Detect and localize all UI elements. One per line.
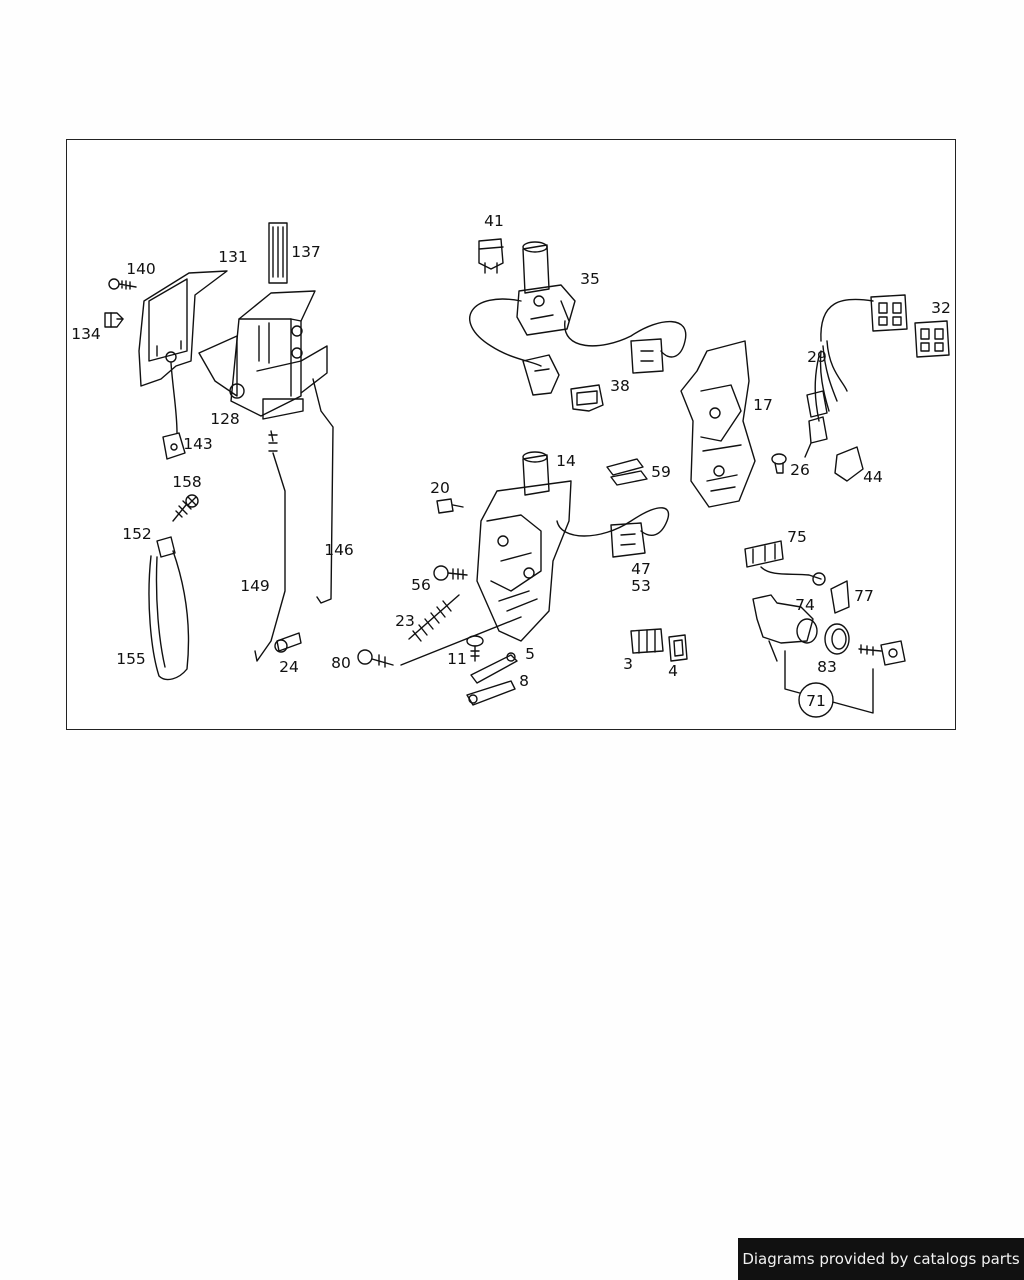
part-label-137: 137	[291, 243, 321, 261]
part-11-screw	[466, 635, 484, 662]
part-label-77: 77	[854, 587, 874, 605]
part-29-harness	[804, 298, 874, 458]
part-label-38: 38	[610, 377, 630, 395]
part-label-35: 35	[580, 270, 600, 288]
part-146-rod	[312, 378, 334, 604]
part-label-41: 41	[484, 212, 504, 230]
part-label-4: 4	[668, 662, 678, 680]
part-158-screw	[172, 494, 199, 522]
part-75-switch	[744, 540, 826, 586]
part-label-71: 71	[806, 692, 826, 710]
part-20-bolt	[436, 498, 464, 514]
part-77-seal	[830, 580, 850, 614]
part-47-53-connector	[610, 522, 646, 558]
part-56-bolt	[433, 565, 468, 581]
part-26-clip	[771, 453, 787, 474]
part-label-29: 29	[807, 348, 827, 366]
part-35-actuator	[469, 241, 687, 396]
part-80-bolt	[357, 616, 522, 668]
part-label-11: 11	[447, 650, 467, 668]
part-label-146: 146	[324, 541, 354, 559]
part-label-17: 17	[753, 396, 773, 414]
part-label-134: 134	[71, 325, 101, 343]
part-label-5: 5	[525, 645, 535, 663]
part-137-knob	[268, 222, 288, 284]
part-label-14: 14	[556, 452, 576, 470]
part-41-cap	[478, 238, 504, 274]
part-label-128: 128	[210, 410, 240, 428]
part-label-44: 44	[863, 468, 883, 486]
part-4-grommet	[668, 634, 688, 662]
part-128-shifter-housing	[198, 290, 328, 420]
part-24-fitting	[274, 632, 302, 653]
part-label-155: 155	[116, 650, 146, 668]
part-label-56: 56	[411, 576, 431, 594]
part-label-158: 158	[172, 473, 202, 491]
part-152-155-strap	[148, 536, 190, 681]
part-label-47: 47	[631, 560, 651, 578]
part-label-131: 131	[218, 248, 248, 266]
part-3-connector	[630, 628, 664, 654]
part-17-door-lock	[680, 340, 756, 508]
part-label-75: 75	[787, 528, 807, 546]
part-134-clip	[104, 312, 124, 328]
part-5-link	[470, 652, 518, 684]
part-74-cylinder	[752, 594, 818, 662]
callout-71-group	[784, 650, 874, 718]
credit-text: Diagrams provided by catalogs parts	[742, 1250, 1020, 1268]
part-label-3: 3	[623, 655, 633, 673]
part-143-clip	[162, 432, 186, 460]
part-label-32: 32	[931, 299, 951, 317]
part-14-lock-actuator	[476, 451, 670, 642]
part-83-ring	[824, 623, 850, 655]
part-32-connectors	[870, 294, 950, 358]
part-131-bracket	[138, 270, 228, 434]
part-key	[858, 640, 906, 666]
part-label-53: 53	[631, 577, 651, 595]
part-label-152: 152	[122, 525, 152, 543]
part-label-74: 74	[795, 596, 815, 614]
credit-banner: Diagrams provided by catalogs parts	[738, 1238, 1024, 1280]
part-label-149: 149	[240, 577, 270, 595]
part-38-connector	[570, 384, 604, 412]
part-label-20: 20	[430, 479, 450, 497]
part-label-26: 26	[790, 461, 810, 479]
part-label-140: 140	[126, 260, 156, 278]
part-59-clip	[606, 458, 648, 486]
part-23-spring	[408, 594, 460, 642]
part-label-24: 24	[279, 658, 299, 676]
part-label-8: 8	[519, 672, 529, 690]
part-label-83: 83	[817, 658, 837, 676]
part-149-rod	[254, 430, 286, 662]
part-label-143: 143	[183, 435, 213, 453]
exploded-parts-diagram: 1401311371341281431581521551461492441353…	[71, 212, 951, 718]
part-140-screw	[108, 278, 137, 290]
part-label-80: 80	[331, 654, 351, 672]
part-label-59: 59	[651, 463, 671, 481]
part-44-cover	[834, 446, 864, 482]
part-label-23: 23	[395, 612, 415, 630]
part-8-link	[466, 680, 516, 706]
